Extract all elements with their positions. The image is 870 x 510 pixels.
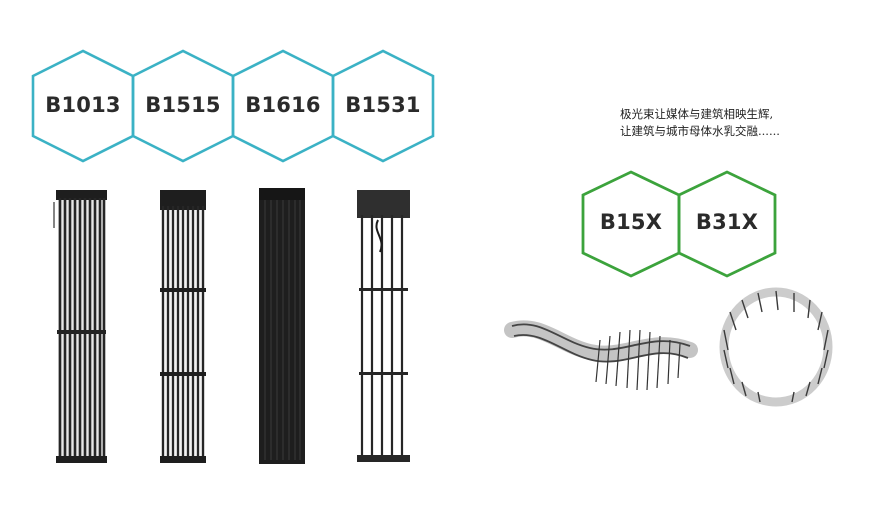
product-panel-b1013 [53,190,107,463]
hex-label-b31x: B31X [695,210,759,234]
tagline: 极光束让媒体与建筑相映生辉, 让建筑与城市母体水乳交融...... [620,106,840,140]
hex-label-b1616: B1616 [245,93,321,117]
hex-label-b15x: B15X [599,210,663,234]
hex-label-b1013: B1013 [45,93,121,117]
hexagon-b31x [677,170,777,278]
green-hexagon-group [581,170,777,278]
tagline-line-1: 极光束让媒体与建筑相映生辉, [620,107,774,121]
tagline-line-2: 让建筑与城市母体水乳交融...... [620,124,780,138]
hex-label-b1515: B1515 [145,93,221,117]
product-panel-b1531 [357,190,410,462]
product-panel-b1515 [160,190,206,463]
product-panel-b1616 [259,188,305,464]
teal-hexagon-group [31,49,435,163]
product-curved-wave [504,320,698,391]
hexagon-b1531 [331,49,435,163]
product-cylinder [719,287,833,407]
hex-label-b1531: B1531 [345,93,421,117]
